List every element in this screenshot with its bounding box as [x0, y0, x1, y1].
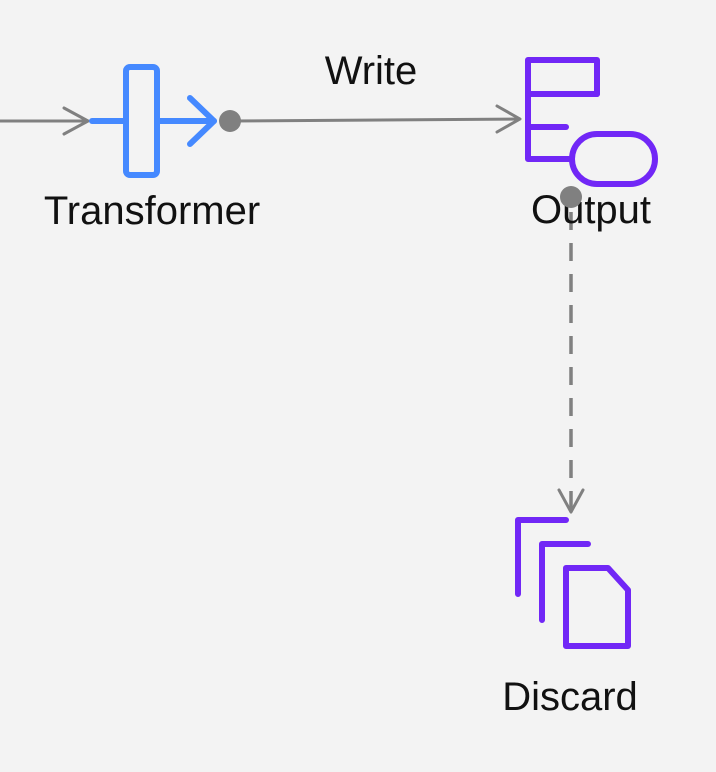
transformer-stage-icon — [89, 64, 217, 178]
node-transformer[interactable]: Transformer — [44, 64, 260, 233]
output-port[interactable] — [219, 110, 241, 132]
arrowhead-icon — [62, 106, 90, 136]
node-discard[interactable]: Discard — [502, 517, 638, 719]
arrowhead-icon — [557, 488, 585, 514]
link-label-write: Write — [325, 49, 418, 93]
node-label-output: Output — [531, 188, 651, 232]
link-line — [229, 117, 521, 123]
link-output-to-discard[interactable] — [557, 212, 585, 514]
arrowhead-icon — [495, 104, 522, 134]
node-label-discard: Discard — [502, 675, 638, 719]
link-input-to-transformer[interactable] — [0, 106, 90, 136]
link-transformer-to-output[interactable]: Write — [229, 49, 522, 134]
node-output[interactable]: Output — [525, 57, 658, 232]
database-output-icon — [525, 57, 658, 187]
node-label-transformer: Transformer — [44, 189, 260, 233]
output-port[interactable] — [560, 186, 582, 208]
stacked-documents-icon — [515, 517, 631, 649]
